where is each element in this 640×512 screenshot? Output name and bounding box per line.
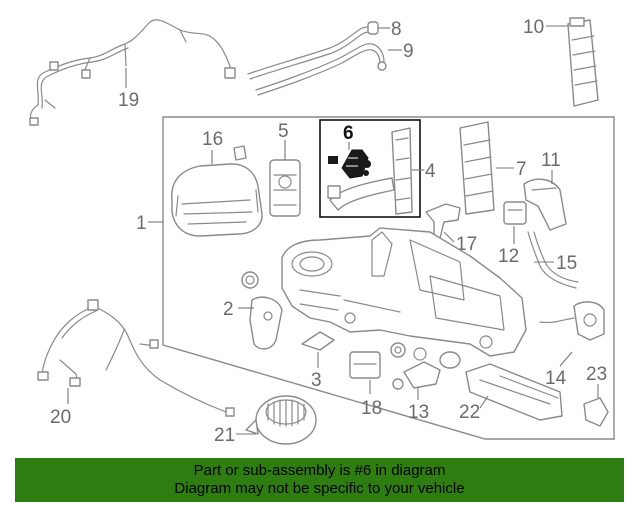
part-10-heater-core[interactable]	[567, 17, 599, 107]
assembly-frame	[162, 116, 615, 440]
part-15-drain-hose[interactable]	[527, 231, 579, 289]
part-18-actuator[interactable]	[349, 351, 381, 379]
callout-15: 15	[556, 253, 577, 274]
callout-19: 19	[118, 90, 139, 111]
part-11-housing-cover[interactable]	[523, 178, 567, 231]
part-12-sensor[interactable]	[503, 201, 527, 225]
callout-7: 7	[516, 159, 527, 180]
part-6-component[interactable]	[328, 149, 371, 179]
callout-20: 20	[50, 407, 71, 428]
part-20-wiring-harness[interactable]	[37, 299, 235, 417]
callout-14: 14	[545, 368, 567, 389]
main-hvac-housing[interactable]	[281, 227, 527, 357]
part-6-highlight-box	[319, 119, 421, 218]
part-3-gasket[interactable]	[301, 331, 335, 351]
part-16-cover[interactable]	[171, 163, 263, 237]
callout-16: 16	[202, 129, 223, 150]
part-2-seal[interactable]	[241, 271, 283, 350]
banner-line-2: Diagram may not be specific to your vehi…	[174, 480, 465, 497]
callout-3: 3	[311, 370, 322, 391]
callout-2: 2	[223, 299, 234, 320]
part-4-duct[interactable]	[327, 127, 413, 215]
part-17-bracket[interactable]	[425, 203, 461, 239]
callout-9: 9	[403, 41, 414, 62]
part-5-actuator[interactable]	[269, 159, 301, 217]
callout-11: 11	[541, 150, 561, 171]
info-banner: Part or sub-assembly is #6 in diagram Di…	[15, 458, 624, 502]
part-19-wiring-harness[interactable]	[29, 19, 236, 126]
part-8-tube[interactable]	[247, 21, 379, 80]
callout-4: 4	[425, 161, 436, 182]
banner-line-1: Part or sub-assembly is #6 in diagram	[193, 462, 446, 479]
part-7-evaporator[interactable]	[459, 121, 495, 215]
part-9-tube[interactable]	[255, 43, 387, 96]
callout-18: 18	[361, 398, 382, 419]
part-13-bracket[interactable]	[390, 342, 461, 390]
part-21-blower-motor[interactable]	[245, 395, 317, 445]
callout-6: 6	[343, 123, 354, 144]
part-14-actuator[interactable]	[539, 301, 605, 341]
connector-icon	[224, 67, 236, 79]
callout-8: 8	[391, 19, 402, 40]
callout-21: 21	[214, 425, 235, 446]
small-clip	[233, 145, 247, 161]
part-23-clip[interactable]	[583, 397, 609, 427]
callout-17: 17	[456, 234, 477, 255]
callout-13: 13	[408, 402, 429, 423]
callout-23: 23	[586, 364, 607, 385]
callout-5: 5	[278, 121, 289, 142]
part-22-duct[interactable]	[465, 363, 563, 421]
callout-22: 22	[459, 402, 480, 423]
callout-1: 1	[136, 213, 147, 234]
callout-10: 10	[523, 17, 544, 38]
callout-12: 12	[498, 246, 519, 267]
